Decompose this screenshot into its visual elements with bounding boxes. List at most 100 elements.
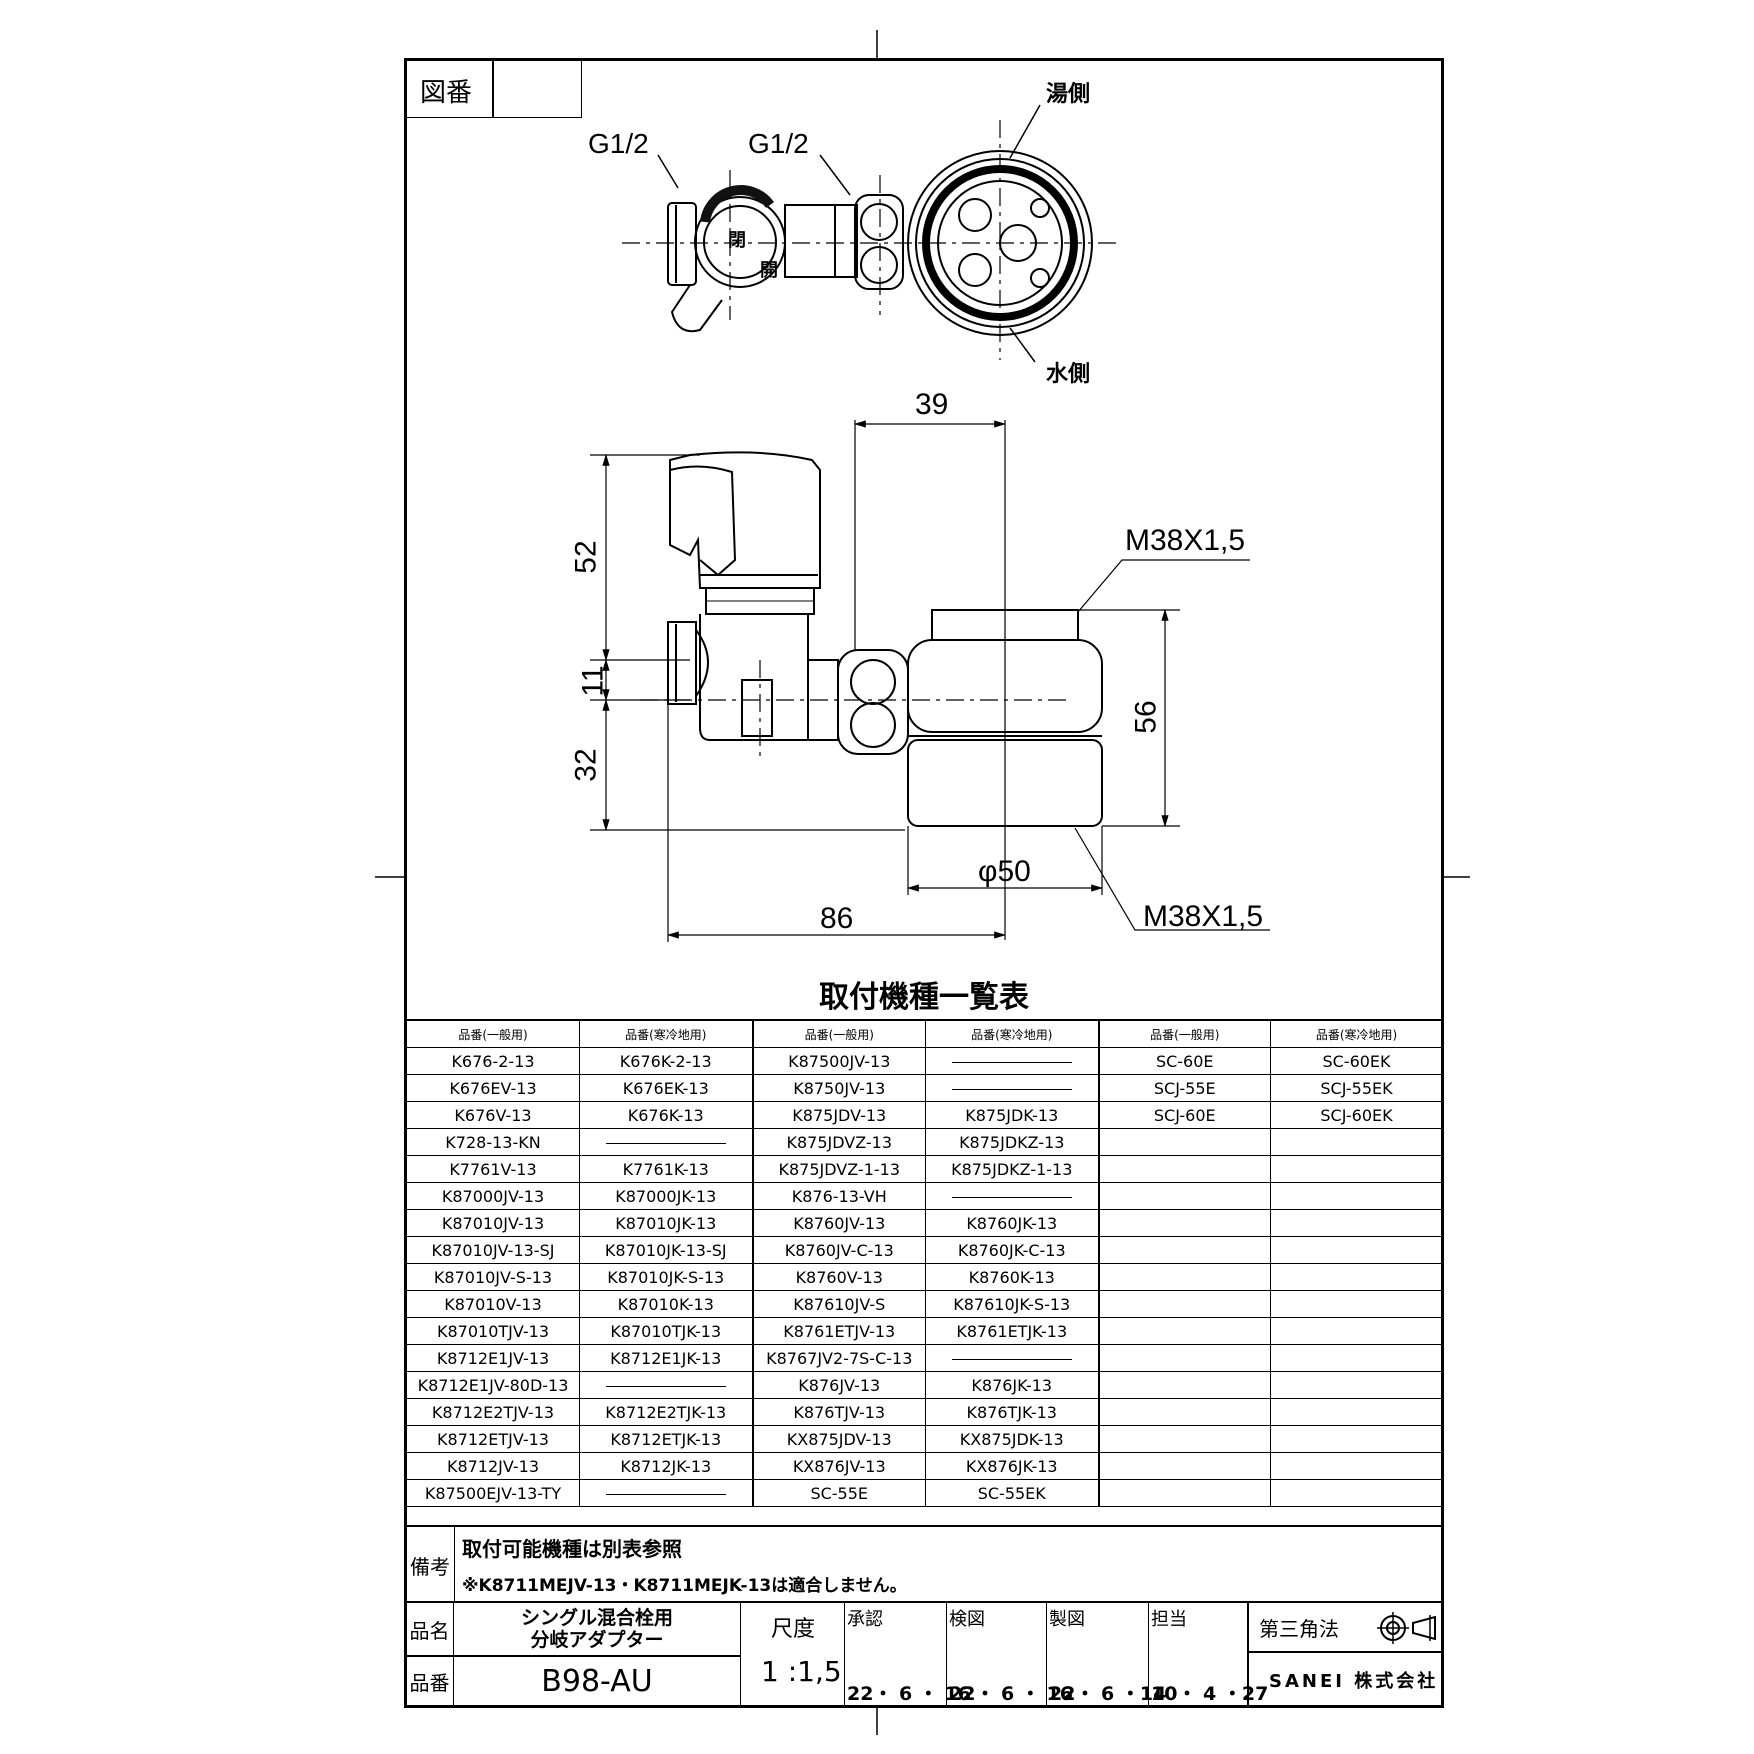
table-cell bbox=[579, 1479, 753, 1507]
remarks-section: 備考 取付可能機種は別表参照 ※K8711MEJV-13・K8711MEJK-1… bbox=[406, 1525, 1442, 1603]
title-block-row-divider bbox=[406, 1655, 741, 1657]
dim-phi50: φ50 bbox=[978, 855, 1031, 888]
hot-side-label: 湯側 bbox=[1046, 81, 1091, 106]
table-cell bbox=[579, 1371, 753, 1399]
check-date: 22・ 6 ・ 16 bbox=[949, 1683, 1073, 1705]
header-general-2: 品番(一般用) bbox=[751, 1019, 926, 1048]
table-cell: K8712JV-13 bbox=[406, 1452, 580, 1480]
projection-divider bbox=[1249, 1651, 1442, 1653]
table-cell: K87010JK-13-SJ bbox=[579, 1236, 753, 1264]
header-general-1: 品番(一般用) bbox=[406, 1019, 580, 1048]
table-cell: K676K-2-13 bbox=[579, 1047, 753, 1075]
charge-label: 担当 bbox=[1151, 1609, 1187, 1630]
table-cell: SCJ-55E bbox=[1097, 1074, 1271, 1102]
table-cell: K8712E2TJK-13 bbox=[579, 1398, 753, 1426]
draw-date: 22・ 6 ・14 bbox=[1049, 1683, 1167, 1705]
table-cell bbox=[1270, 1155, 1443, 1183]
table-cell: K8760JK-13 bbox=[925, 1209, 1099, 1237]
table-cell bbox=[925, 1047, 1099, 1075]
table-cell: K8712E1JK-13 bbox=[579, 1344, 753, 1372]
product-name-line-2: 分岐アダプター bbox=[530, 1629, 664, 1651]
table-cell bbox=[1097, 1128, 1271, 1156]
not-applicable-dash bbox=[605, 1493, 726, 1495]
table-cell: K676EV-13 bbox=[406, 1074, 580, 1102]
table-cell bbox=[1097, 1344, 1271, 1372]
table-cell bbox=[1097, 1479, 1271, 1507]
table-cell bbox=[1270, 1128, 1443, 1156]
thread-bottom-label: M38X1,5 bbox=[1143, 900, 1264, 933]
table-cell: K87010JK-S-13 bbox=[579, 1263, 753, 1291]
approve-label: 承認 bbox=[847, 1609, 883, 1630]
table-cell: K87000JV-13 bbox=[406, 1182, 580, 1210]
table-cell: K676-2-13 bbox=[406, 1047, 580, 1075]
table-cell bbox=[925, 1344, 1099, 1372]
table-cell: SCJ-55EK bbox=[1270, 1074, 1443, 1102]
dim-39: 39 bbox=[915, 388, 949, 421]
table-cell bbox=[1097, 1425, 1271, 1453]
table-cell: K8761ETJV-13 bbox=[751, 1317, 926, 1345]
table-cell: K875JDVZ-1-13 bbox=[751, 1155, 926, 1183]
table-cell: K876TJV-13 bbox=[751, 1398, 926, 1426]
table-cell bbox=[1097, 1290, 1271, 1318]
dim-56: 56 bbox=[1129, 700, 1163, 734]
side-view bbox=[667, 451, 1103, 827]
table-cell: K8712ETJV-13 bbox=[406, 1425, 580, 1453]
dial-open-label: 開 bbox=[760, 260, 778, 281]
table-cell: K87010V-13 bbox=[406, 1290, 580, 1318]
dim-11: 11 bbox=[576, 665, 610, 697]
table-cell: K676EK-13 bbox=[579, 1074, 753, 1102]
table-cell bbox=[1270, 1371, 1443, 1399]
projection-company-cell: 第三角法 SANEI 株式会社 bbox=[1249, 1603, 1442, 1708]
table-cell bbox=[1270, 1479, 1443, 1507]
table-cell: K8712ETJK-13 bbox=[579, 1425, 753, 1453]
table-cell bbox=[1097, 1182, 1271, 1210]
table-cell bbox=[1097, 1236, 1271, 1264]
dim-86: 86 bbox=[820, 902, 854, 935]
table-header-row: 品番(一般用) 品番(寒冷地用) 品番(一般用) 品番(寒冷地用) 品番(一般用… bbox=[406, 1019, 1443, 1048]
table-cell: K8712E1JV-80D-13 bbox=[406, 1371, 580, 1399]
table-cell: K876-13-VH bbox=[751, 1182, 926, 1210]
table-cell: KX876JK-13 bbox=[925, 1452, 1099, 1480]
table-cell bbox=[1097, 1209, 1271, 1237]
table-cell bbox=[1270, 1452, 1443, 1480]
table-cell: K8760K-13 bbox=[925, 1263, 1099, 1291]
dim-52: 52 bbox=[569, 540, 603, 574]
product-number: B98-AU bbox=[454, 1655, 741, 1708]
table-cell: K8760JV-C-13 bbox=[751, 1236, 926, 1264]
table-cell: K728-13-KN bbox=[406, 1128, 580, 1156]
table-cell: K875JDKZ-13 bbox=[925, 1128, 1099, 1156]
table-cell: K876JV-13 bbox=[751, 1371, 926, 1399]
table-cell bbox=[1097, 1263, 1271, 1291]
table-cell bbox=[1270, 1263, 1443, 1291]
table-cell: K875JDVZ-13 bbox=[751, 1128, 926, 1156]
not-applicable-dash bbox=[605, 1385, 726, 1387]
remarks-label: 備考 bbox=[406, 1527, 455, 1603]
table-cell: K87010TJV-13 bbox=[406, 1317, 580, 1345]
number-label: 品番 bbox=[406, 1655, 454, 1708]
header-cold-2: 品番(寒冷地用) bbox=[925, 1019, 1099, 1048]
table-cell: K8760JV-13 bbox=[751, 1209, 926, 1237]
third-angle-projection-icon bbox=[1377, 1612, 1436, 1644]
check-cell: 検図 22・ 6 ・ 16 bbox=[947, 1603, 1073, 1708]
table-cell: K8712JK-13 bbox=[579, 1452, 753, 1480]
table-cell: K87010JV-S-13 bbox=[406, 1263, 580, 1291]
charge-cell: 担当 10・ 4 ・27 bbox=[1149, 1603, 1268, 1708]
table-cell: SC-55EK bbox=[925, 1479, 1099, 1507]
table-cell bbox=[1270, 1398, 1443, 1426]
table-cell: K876JK-13 bbox=[925, 1371, 1099, 1399]
dial-close-label: 閉 bbox=[728, 230, 746, 251]
table-cell: K87500JV-13 bbox=[751, 1047, 926, 1075]
table-cell: K87010JV-13-SJ bbox=[406, 1236, 580, 1264]
table-cell: K875JDV-13 bbox=[751, 1101, 926, 1129]
